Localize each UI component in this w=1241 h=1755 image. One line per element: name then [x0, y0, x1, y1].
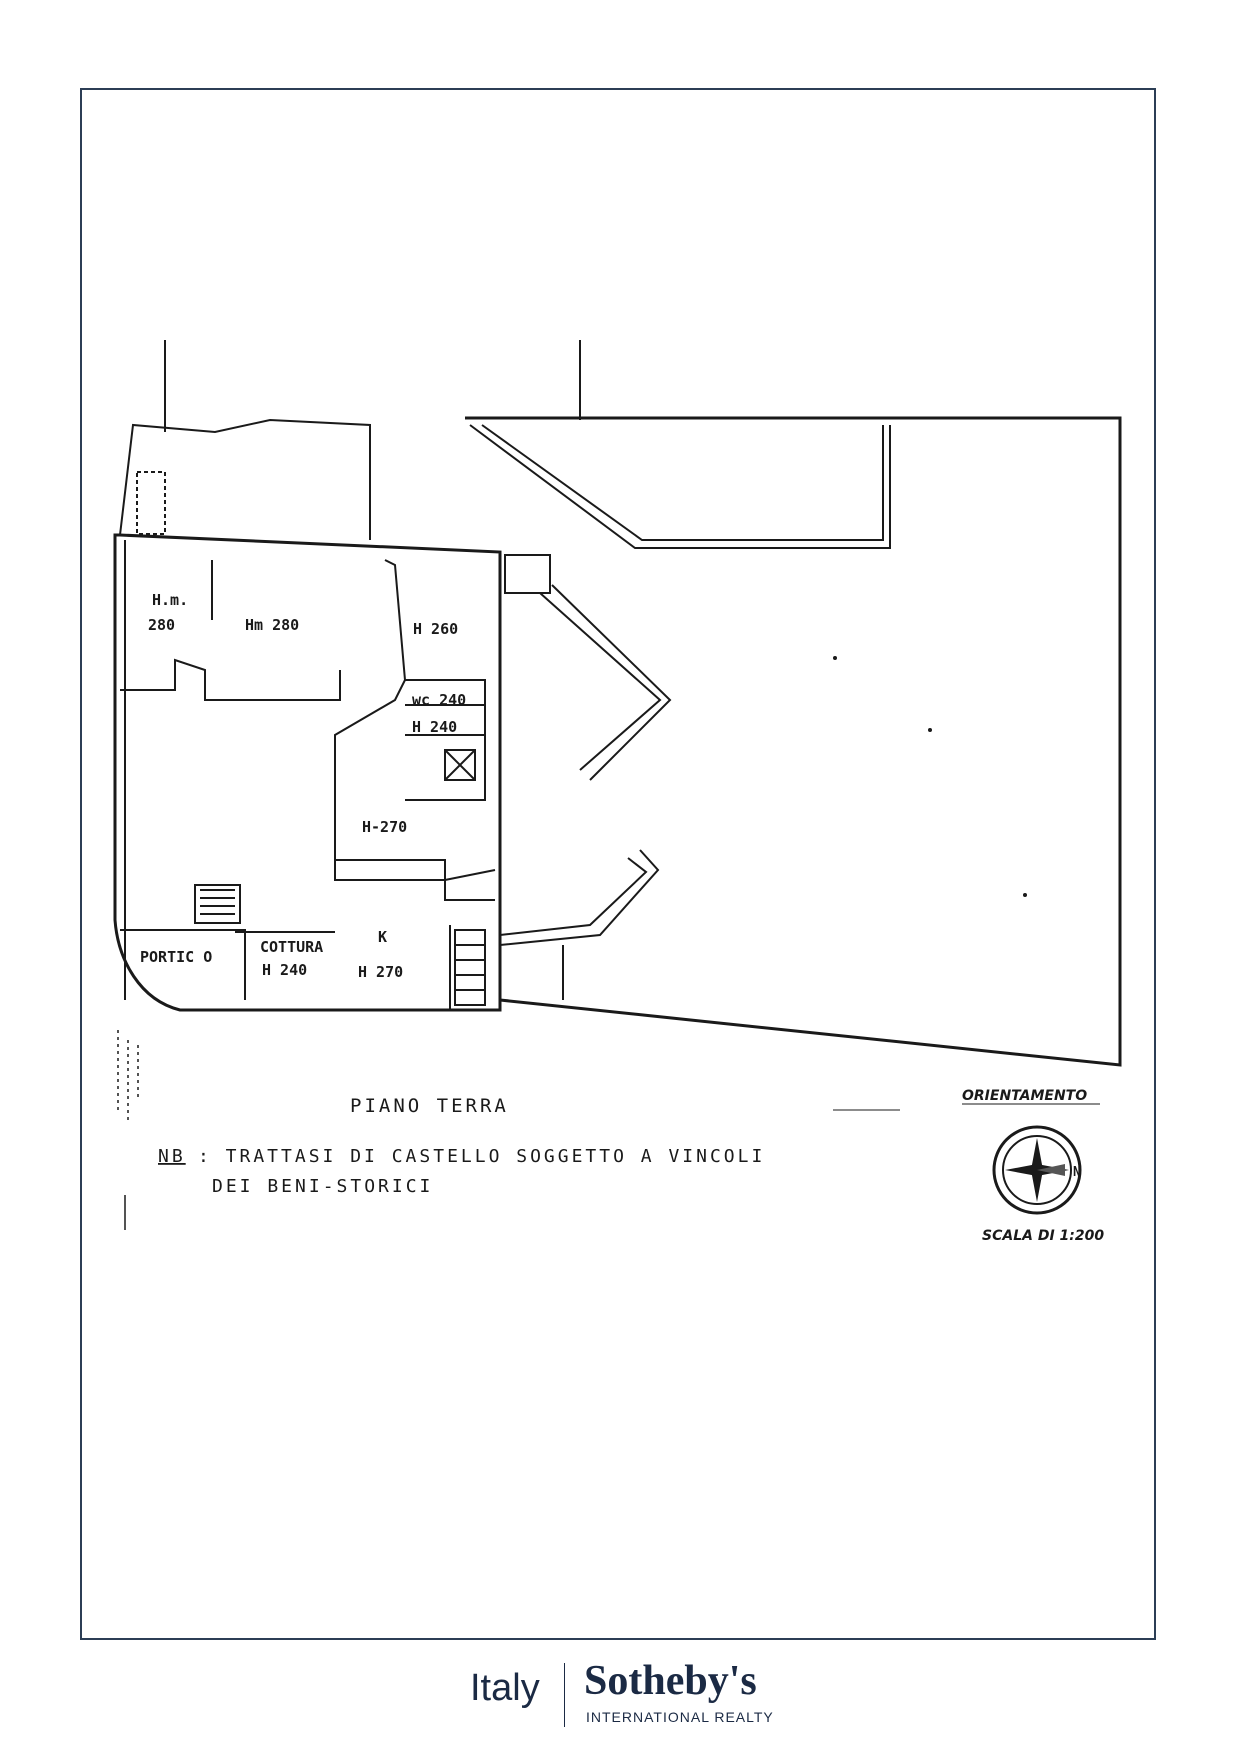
footer-brand: Italy Sotheby's INTERNATIONAL REALTY: [0, 1655, 1241, 1735]
courtyard-outline: [119, 418, 371, 540]
stairs: [194, 884, 241, 924]
path-outline: [499, 849, 660, 946]
room-label-cottura-line1: COTTURA: [260, 938, 323, 956]
wall: [405, 679, 486, 801]
plan-caption: PIANO TERRA: [350, 1095, 509, 1117]
room-label-cottura-line2: H 240: [262, 961, 307, 979]
note-line-2: DEI BENI-STORICI: [212, 1176, 433, 1197]
building-outer-wall: [113, 533, 502, 1012]
path-outline: [539, 592, 662, 771]
brand-subtitle: INTERNATIONAL REALTY: [586, 1709, 774, 1725]
orientation-label: ORIENTAMENTO: [962, 1088, 1087, 1104]
wall: [334, 559, 496, 881]
brand-divider: [564, 1663, 565, 1727]
terrace-inner: [481, 424, 884, 541]
brand-country: Italy: [470, 1667, 540, 1709]
room-label-hm-small-line1: H.m.: [152, 591, 188, 609]
plan-dot: [833, 656, 837, 660]
path-outline: [551, 584, 672, 781]
note-line-1: : TRATTASI DI CASTELLO SOGGETTO A VINCOL…: [198, 1146, 765, 1167]
path-outline: [499, 857, 648, 936]
room-label-h240-upper: H 240: [412, 718, 457, 736]
scale-label: SCALA DI 1:200: [982, 1228, 1104, 1244]
compass-icon: N: [992, 1125, 1082, 1215]
compass-north-letter: N: [1073, 1165, 1081, 1180]
courtyard-detail: [136, 471, 166, 535]
brand-logo: Sotheby's: [584, 1658, 757, 1704]
plan-dot: [928, 728, 932, 732]
room-label-k: K: [378, 928, 387, 946]
stairs: [454, 929, 486, 1006]
entry-stairs: [504, 554, 551, 594]
plan-dot: [1023, 893, 1027, 897]
room-label-h270-center: H-270: [362, 818, 407, 836]
terrace-inner: [469, 424, 891, 549]
room-label-portico: PORTIC O: [140, 948, 212, 966]
wall: [334, 735, 495, 901]
page-frame: [80, 88, 1156, 1640]
room-label-wc: wc 240: [412, 691, 466, 709]
room-label-h260: H 260: [413, 620, 458, 638]
room-label-h270-lower: H 270: [358, 963, 403, 981]
lift-cross: [444, 749, 476, 781]
wall: [120, 658, 341, 701]
terrace-outline: [465, 416, 1122, 1067]
lift-shaft: [444, 749, 476, 781]
room-label-hm-small-line2: 280: [148, 616, 175, 634]
wall: [120, 929, 246, 1000]
note-prefix: NB: [158, 1146, 186, 1167]
room-label-hm-main: Hm 280: [245, 616, 299, 634]
